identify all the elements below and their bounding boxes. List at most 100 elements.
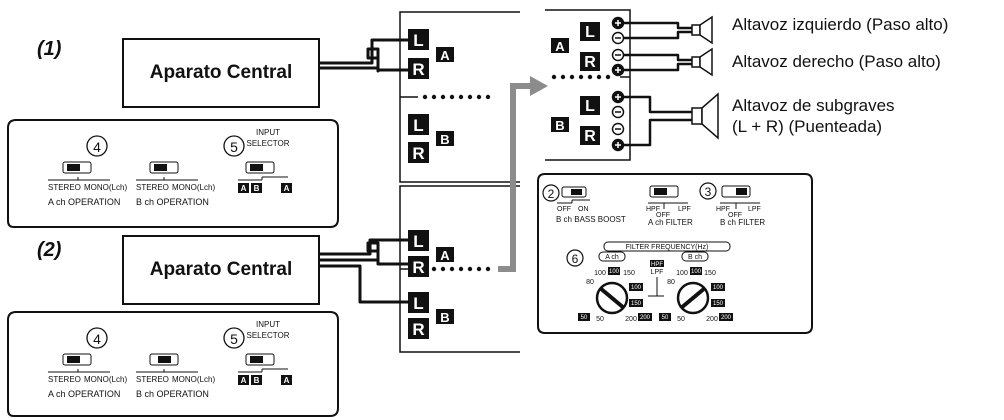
svg-text:SELECTOR: SELECTOR [247,331,290,340]
svg-text:L: L [413,116,423,135]
svg-text:R: R [584,54,596,71]
section-label-2: (2) [37,239,62,261]
svg-text:B ch OPERATION: B ch OPERATION [136,197,209,207]
speaker-left-label: Altavoz izquierdo (Paso alto) [732,15,949,34]
svg-text:STEREO: STEREO [48,375,81,384]
svg-text:R: R [412,258,424,277]
subwoofer-icon [691,92,719,140]
svg-text:MONO(Lch): MONO(Lch) [84,183,127,192]
svg-text:150: 150 [704,270,716,277]
svg-text:100: 100 [609,269,620,275]
svg-text:4: 4 [93,331,101,347]
svg-text:B: B [555,118,564,133]
svg-text:5: 5 [230,331,238,347]
svg-text:150: 150 [623,270,635,277]
svg-text:A ch: A ch [605,254,619,261]
svg-text:R: R [412,60,424,79]
svg-text:80: 80 [586,279,594,286]
svg-text:150: 150 [713,301,724,307]
svg-text:50: 50 [581,315,588,321]
central-unit-1: Aparato Central [122,38,320,108]
svg-text:STEREO: STEREO [136,375,169,384]
svg-text:100: 100 [594,270,606,277]
svg-text:A: A [284,376,290,385]
svg-text:2: 2 [548,187,555,201]
subwoofer-label: Altavoz de subgraves [732,96,895,115]
svg-text:100: 100 [631,285,642,291]
speaker-block-badges: A L R B L R [551,22,600,145]
svg-text:B ch FILTER: B ch FILTER [720,218,765,227]
svg-text:HPF: HPF [646,206,660,213]
svg-text:HPF: HPF [716,206,730,213]
svg-text:LPF: LPF [678,206,691,213]
svg-text:L: L [413,31,423,50]
svg-text:STEREO: STEREO [48,183,81,192]
svg-text:B ch BASS BOOST: B ch BASS BOOST [556,215,626,224]
speaker-right-label: Altavoz derecho (Paso alto) [732,52,941,71]
svg-text:A ch OPERATION: A ch OPERATION [48,389,120,399]
svg-text:SELECTOR: SELECTOR [247,139,290,148]
svg-text:B: B [254,376,260,385]
svg-text:STEREO: STEREO [136,183,169,192]
top-amp-badges: L R A L R B [408,29,454,163]
svg-text:200: 200 [640,315,651,321]
svg-text:200: 200 [706,316,718,323]
svg-text:6: 6 [572,252,579,266]
speaker-icons [691,15,719,140]
subwoofer-bridge-label: (L + R) (Puenteada) [732,117,883,136]
svg-text:50: 50 [596,316,604,323]
svg-text:L: L [585,24,595,41]
svg-text:LPF: LPF [748,206,761,213]
svg-text:OFF: OFF [728,212,742,219]
svg-text:80: 80 [667,279,675,286]
amp-panel-1: 4 5 INPUT SELECTOR STEREO MONO(Lch) STER… [48,128,292,207]
section-label-1: (1) [37,38,62,60]
svg-text:OFF: OFF [557,206,571,213]
svg-text:4: 4 [93,139,101,155]
svg-text:A: A [241,184,247,193]
svg-text:100: 100 [691,269,702,275]
terminal-polarity-icons [611,16,625,152]
amp-panel-2: 4 5 INPUT SELECTOR STEREO MONO(Lch) STER… [48,320,292,399]
tweeter-right-icon [691,47,713,77]
svg-text:R: R [584,128,596,145]
svg-text:3: 3 [705,185,712,199]
svg-text:FILTER FREQUENCY(Hz): FILTER FREQUENCY(Hz) [626,244,709,251]
svg-text:5: 5 [230,139,238,155]
speaker-terminal-block [545,9,631,161]
svg-text:50: 50 [662,315,669,321]
a-channel-dial: 80 100 150 50 200 100 100 150 50 200 [578,267,652,323]
tweeter-left-icon [691,15,713,45]
bottom-amp-badges: L R A L R B [408,230,454,339]
svg-text:100: 100 [713,285,724,291]
svg-text:OFF: OFF [656,212,670,219]
svg-text:MONO(Lch): MONO(Lch) [84,375,127,384]
svg-text:ON: ON [578,206,589,213]
svg-text:MONO(Lch): MONO(Lch) [172,183,215,192]
svg-text:B: B [440,132,449,147]
dotted-links [422,74,611,272]
svg-text:A: A [241,376,247,385]
wires-section-2 [318,238,410,304]
svg-text:L: L [413,232,423,251]
wires-section-1 [318,38,410,73]
svg-text:A: A [284,184,290,193]
svg-text:L: L [585,98,595,115]
svg-text:200: 200 [721,315,732,321]
svg-text:HPF: HPF [651,262,663,268]
svg-text:100: 100 [676,270,688,277]
svg-text:200: 200 [625,316,637,323]
svg-text:150: 150 [631,301,642,307]
svg-text:MONO(Lch): MONO(Lch) [172,375,215,384]
gray-arrow [498,76,548,272]
svg-text:A: A [440,248,450,263]
svg-text:A ch OPERATION: A ch OPERATION [48,197,120,207]
b-channel-dial: 80 100 150 50 200 100 100 150 50 200 [659,267,733,323]
svg-text:INPUT: INPUT [256,128,280,137]
svg-text:B: B [440,310,449,325]
svg-text:A ch FILTER: A ch FILTER [648,218,693,227]
svg-text:A: A [440,48,450,63]
filter-panel-contents: 2 OFF ON B ch BASS BOOST HPF LPF OFF A c… [542,182,765,323]
svg-text:R: R [412,320,424,339]
